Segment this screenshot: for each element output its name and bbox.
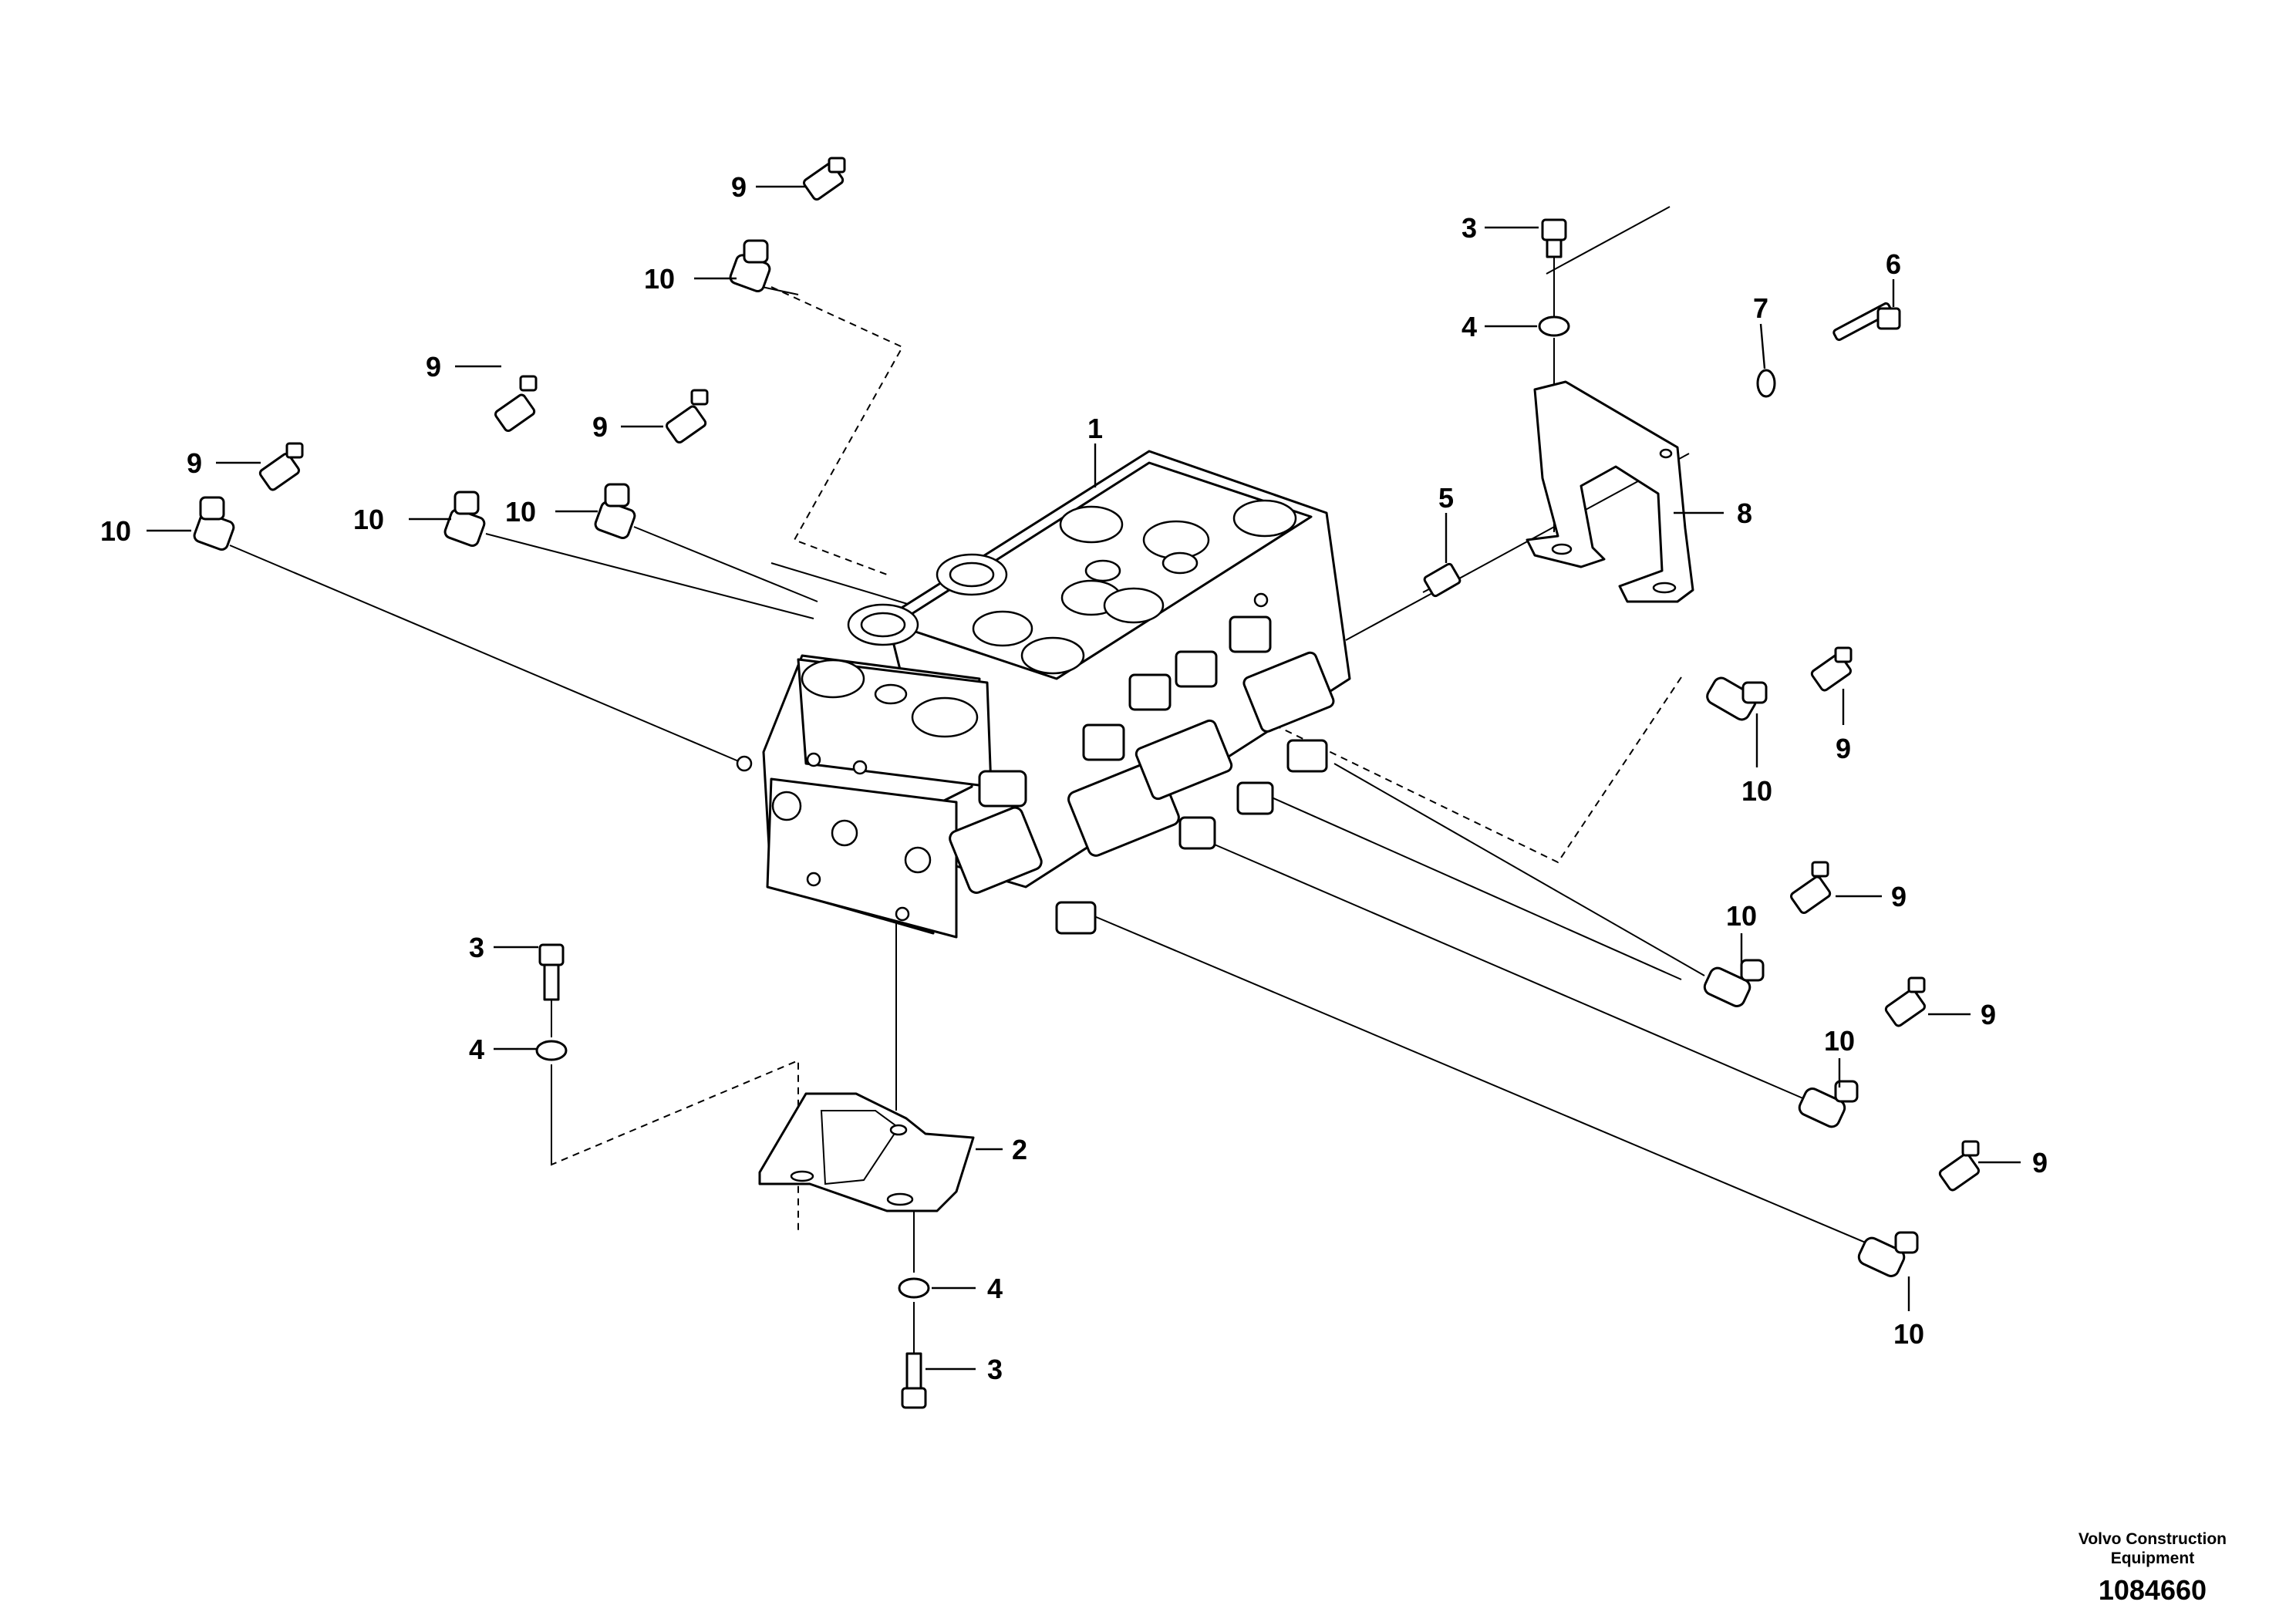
callout-fitting-h: 9 bbox=[2032, 1147, 2048, 1179]
routing-dashes bbox=[551, 286, 1682, 1230]
elbow-10-h bbox=[1857, 1231, 1919, 1277]
elbow-10-c bbox=[594, 483, 636, 539]
upper-bracket bbox=[1526, 380, 1694, 603]
fitting-9-b bbox=[494, 375, 538, 433]
callout-spacer: 5 bbox=[1438, 482, 1454, 514]
screw-bottom bbox=[901, 1352, 927, 1409]
screw-left bbox=[538, 943, 565, 1001]
washer-top bbox=[1538, 315, 1570, 337]
callout-fitting-c: 9 bbox=[592, 411, 608, 443]
callout-elbow-h: 10 bbox=[1893, 1318, 1924, 1350]
lower-bracket bbox=[758, 1092, 975, 1212]
elbow-10-a bbox=[729, 239, 771, 292]
callout-fitting-b: 9 bbox=[426, 351, 441, 383]
callout-screw-top: 3 bbox=[1462, 212, 1477, 244]
fitting-9-a bbox=[803, 157, 846, 201]
callout-elbow-g: 10 bbox=[1824, 1025, 1855, 1057]
callout-fitting-f: 9 bbox=[1891, 881, 1907, 912]
hardware bbox=[535, 218, 1901, 1409]
elbow-10-d bbox=[193, 496, 235, 551]
callout-elbow-f: 10 bbox=[1726, 900, 1757, 932]
fitting-9-d bbox=[258, 442, 304, 491]
callout-washer-top: 4 bbox=[1462, 311, 1477, 342]
callout-washer-left: 4 bbox=[469, 1034, 484, 1065]
callout-lower-bracket: 2 bbox=[1012, 1134, 1027, 1165]
fittings-and-elbows bbox=[193, 157, 1980, 1277]
callout-fitting-d: 9 bbox=[187, 447, 202, 479]
callout-long-screw: 6 bbox=[1886, 248, 1901, 280]
callout-elbow-d: 10 bbox=[100, 515, 131, 547]
callout-fitting-e: 9 bbox=[1836, 733, 1851, 764]
callout-fitting-g: 9 bbox=[1981, 999, 1996, 1030]
callout-washer-bottom: 4 bbox=[987, 1273, 1003, 1304]
drawing-credit: Volvo Construction Equipment 1084660 bbox=[2079, 1529, 2227, 1607]
callout-screw-left: 3 bbox=[469, 932, 484, 963]
callout-main-valve: 1 bbox=[1087, 413, 1103, 444]
fitting-9-g bbox=[1884, 976, 1926, 1027]
callout-elbow-c: 10 bbox=[505, 496, 536, 528]
washer-bottom bbox=[898, 1277, 930, 1299]
maker-line-1: Volvo Construction bbox=[2078, 1530, 2227, 1548]
callout-fitting-a: 9 bbox=[731, 171, 747, 203]
washer-left bbox=[535, 1040, 568, 1061]
fitting-9-h bbox=[1938, 1140, 1980, 1192]
callout-leaders bbox=[147, 185, 2021, 1371]
screw-top bbox=[1541, 218, 1567, 258]
callout-upper-bracket: 8 bbox=[1737, 497, 1752, 529]
callout-elbow-b: 10 bbox=[353, 504, 384, 535]
callout-screw-bottom: 3 bbox=[987, 1354, 1003, 1385]
elbow-10-f bbox=[1703, 959, 1765, 1007]
elbow-10-b bbox=[443, 491, 486, 547]
maker-line-2: Equipment bbox=[2110, 1549, 2195, 1567]
long-screw bbox=[1832, 302, 1901, 342]
elbow-10-g bbox=[1798, 1080, 1859, 1128]
fitting-9-e bbox=[1810, 646, 1853, 692]
callouts: 1 2 3 4 3 4 4 3 5 6 7 8 9 10 9 10 9 10 9… bbox=[100, 171, 2048, 1385]
elbow-10-e bbox=[1706, 676, 1768, 721]
spacer bbox=[1423, 562, 1462, 598]
document-number: 1084660 bbox=[2098, 1574, 2207, 1606]
callout-elbow-a: 10 bbox=[644, 263, 675, 295]
fitting-9-c bbox=[666, 389, 709, 444]
valve-ports bbox=[736, 499, 1297, 922]
callout-flat-washer: 7 bbox=[1753, 292, 1768, 324]
fitting-9-f bbox=[1790, 861, 1832, 915]
spool-caps bbox=[949, 615, 1335, 935]
control-valve-block bbox=[736, 450, 1351, 939]
flat-washer bbox=[1756, 369, 1776, 398]
callout-elbow-e: 10 bbox=[1741, 775, 1772, 807]
